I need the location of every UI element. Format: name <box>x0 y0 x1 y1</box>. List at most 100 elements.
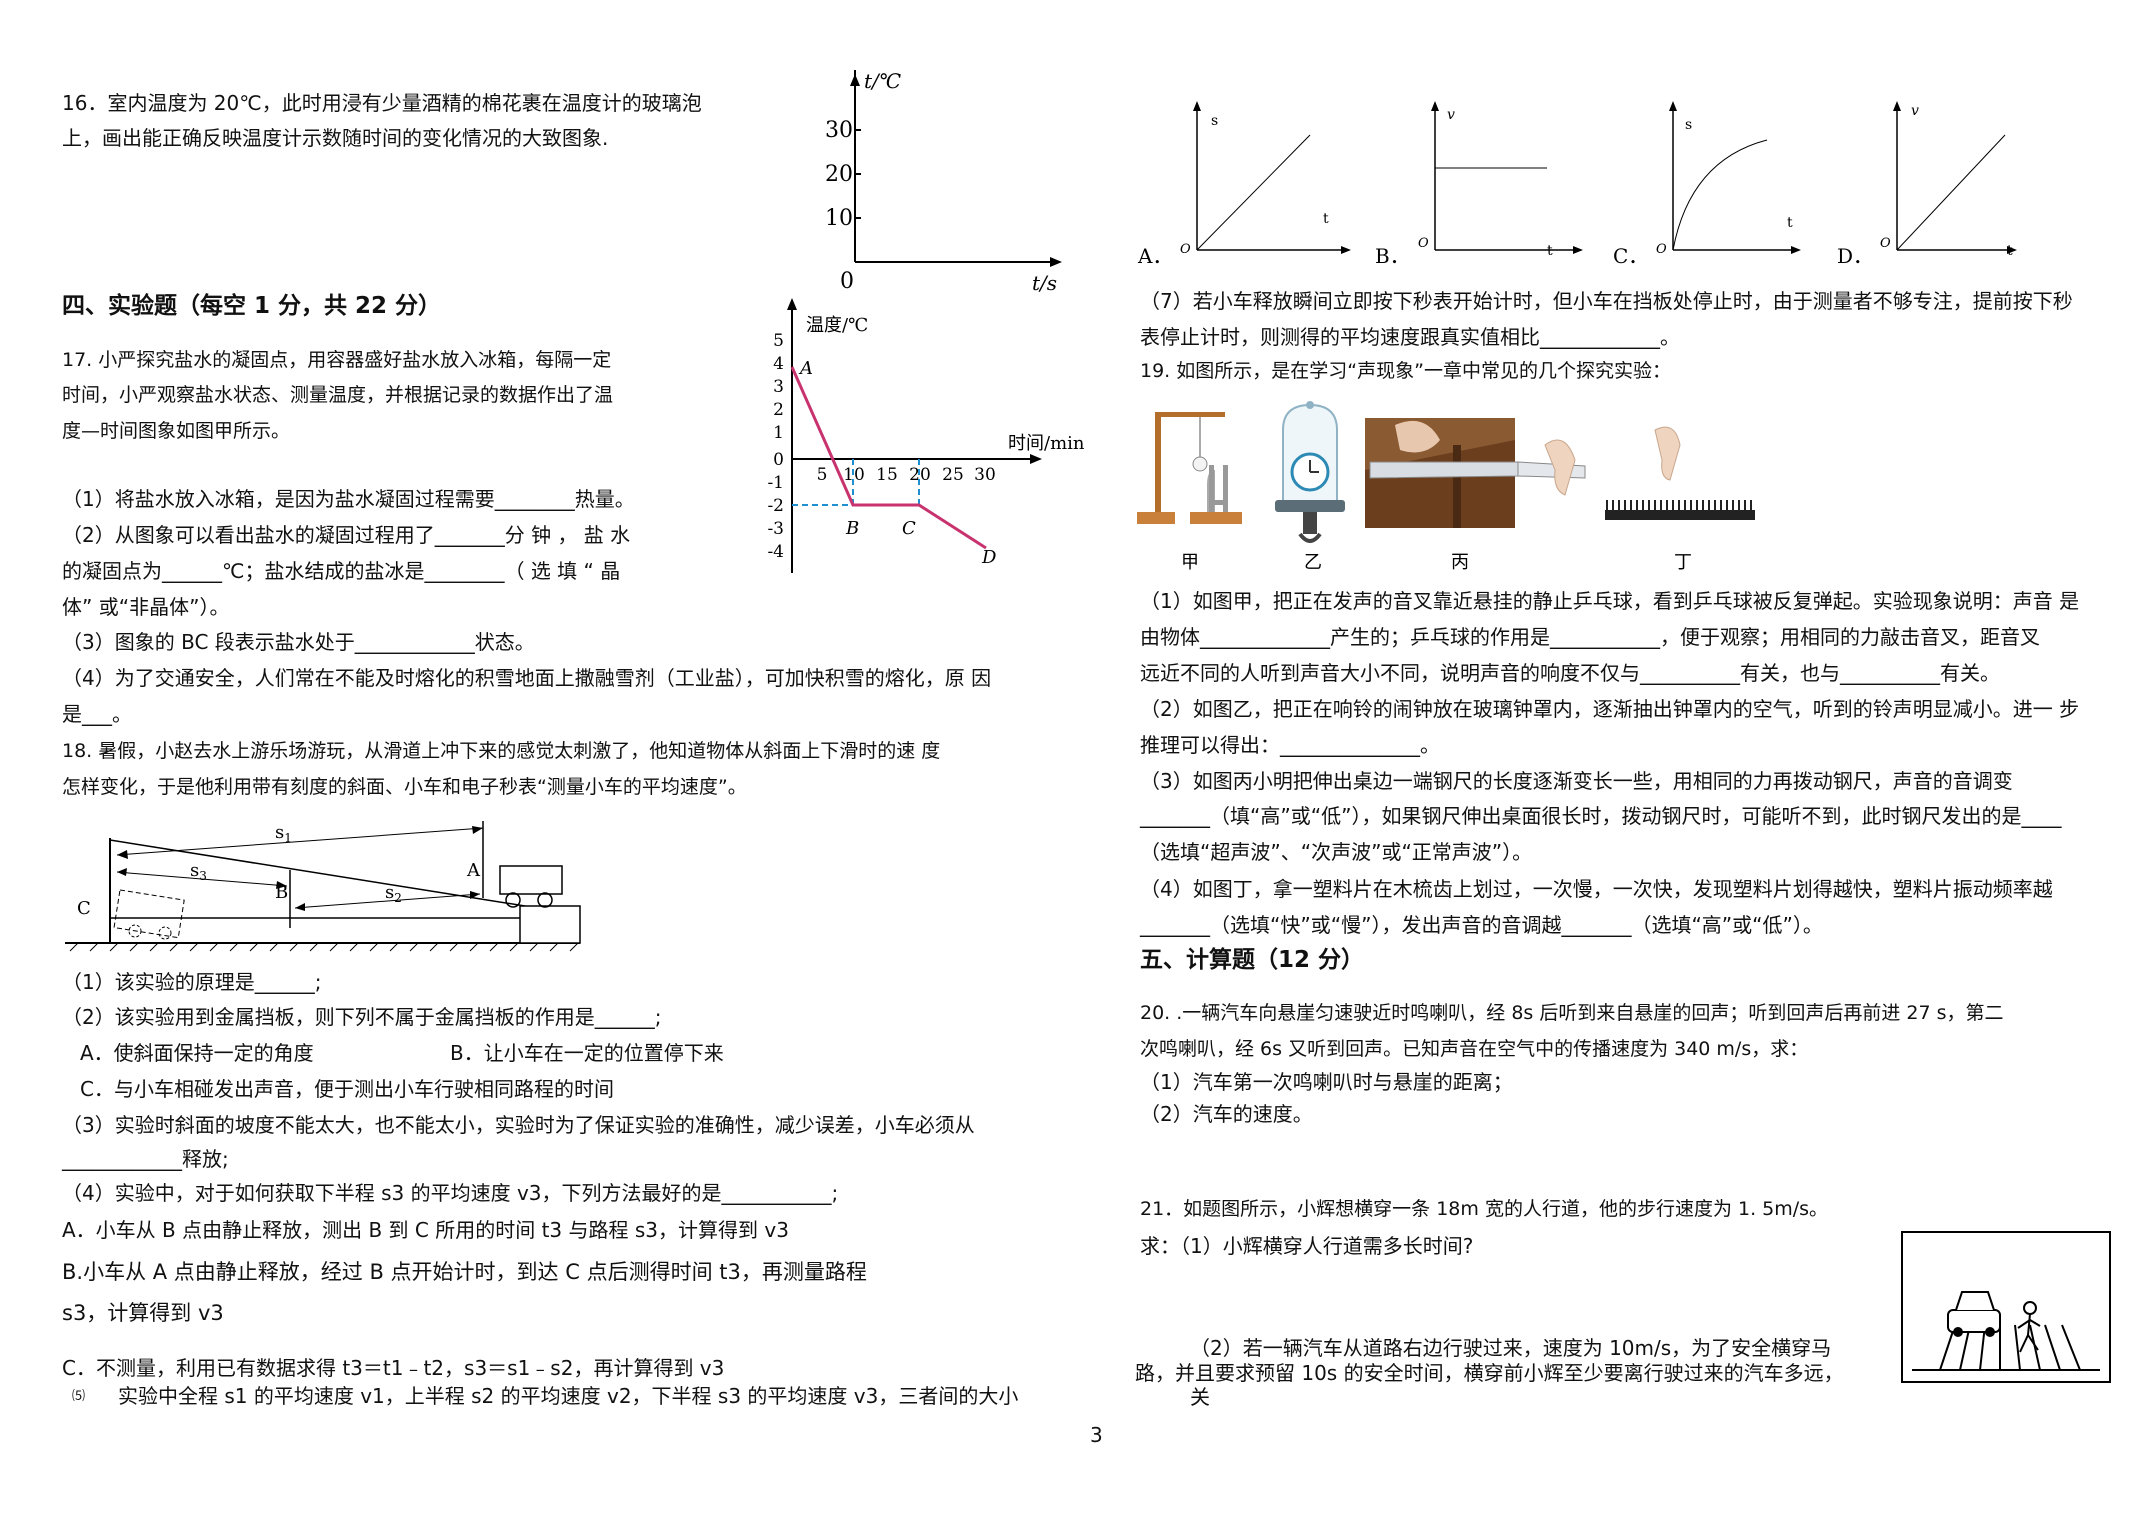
q18-method-C: C．不测量，利用已有数据求得 t3＝t1﹣t2，s3＝s1﹣s2，再计算得到 v… <box>62 1356 725 1380</box>
figure-label-yi: 乙 <box>1304 552 1322 573</box>
sound-experiments-figure: 甲 乙 丙 丁 <box>1137 401 1755 573</box>
q17-point-label: B <box>845 518 859 539</box>
incline-cart-figure: s1 s3 s2 A B C <box>65 821 581 952</box>
point-A-label: A <box>466 860 481 881</box>
q18-part3b: ____________释放; <box>62 1147 229 1171</box>
q18-part5-number: ⑸ <box>72 1389 86 1404</box>
graph-option-letter: C． <box>1613 244 1648 268</box>
q19-line1: 19. 如图所示，是在学习“声现象”一章中常见的几个探究实验： <box>1140 360 1671 382</box>
q19-part1c: 远近不同的人听到声音大小不同，说明声音的响度不仅与__________有关，也与… <box>1140 661 2000 685</box>
q17-line2: 时间，小严观察盐水状态、测量温度，并根据记录的数据作出了温 <box>62 384 614 406</box>
q17-ytick: -4 <box>767 542 784 562</box>
q16-origin: 0 <box>840 269 854 294</box>
ruler-table-image <box>1365 418 1586 528</box>
figure-label-ding: 丁 <box>1674 552 1692 573</box>
q18-line1: 18. 暑假，小赵去水上游乐场游玩，从滑道上冲下来的感觉太刺激了，他知道物体从斜… <box>62 740 941 762</box>
point-B-label: B <box>275 882 288 903</box>
q19-part2a: （2）如图乙，把正在响铃的闹钟放在玻璃钟罩内，逐渐抽出钟罩内的空气，听到的铃声明… <box>1140 697 2080 721</box>
q18-part5: 实验中全程 s1 的平均速度 v1，上半程 s2 的平均速度 v2，下半程 s3… <box>118 1384 1019 1408</box>
q16-ytick: 30 <box>825 118 853 143</box>
q17-temperature-graph: 温度/℃ 时间/min 5 4 3 2 1 0 -1 -2 -3 -4 5 10… <box>767 298 1085 573</box>
q16-blank-graph: t/℃ 30 20 10 0 t/s <box>825 70 1062 295</box>
q17-ytick: 3 <box>773 377 784 397</box>
svg-text:s3: s3 <box>190 860 207 883</box>
graph-axis-x: t <box>1547 243 1553 259</box>
q17-ytick: 4 <box>773 354 784 374</box>
q19-part1a: （1）如图甲，把正在发声的音叉靠近悬挂的静止乒乓球，看到乒乓球被反复弹起。实验现… <box>1140 589 2080 613</box>
crosswalk-car-image <box>1901 1231 2111 1383</box>
q19-part1b: 由物体_____________产生的；乒乓球的作用是___________，便… <box>1140 625 2040 649</box>
figure-label-jia: 甲 <box>1181 552 1199 573</box>
graph-option-C: C． s t O <box>1613 101 1801 268</box>
graph-option-letter: A． <box>1137 244 1172 268</box>
graph-axis-y: v <box>1447 107 1455 123</box>
q17-point-label: D <box>981 547 997 568</box>
graph-origin: O <box>1880 236 1891 251</box>
q17-part4b: 是___。 <box>62 702 132 726</box>
q17-point-label: A <box>798 358 813 379</box>
q17-ytick: -3 <box>767 519 784 539</box>
q17-ytick: 1 <box>773 423 784 443</box>
q17-xtick: 25 <box>942 465 964 485</box>
q17-part2c: 体” 或“非晶体”）。 <box>62 595 230 619</box>
q21-line5: 关 <box>1190 1385 1210 1409</box>
q17-ytick: -1 <box>767 473 784 493</box>
q17-ylabel: 温度/℃ <box>806 315 868 336</box>
q19-part3c: （选填“超声波”、“次声波”或“正常声波”）。 <box>1140 840 1533 864</box>
graph-axis-y: s <box>1685 117 1692 133</box>
point-C-label: C <box>77 898 91 919</box>
q17-part2b: 的凝固点为______℃；盐水结成的盐冰是________（ 选 填 “ 晶 <box>62 559 621 583</box>
s3-label: s <box>190 860 199 881</box>
graph-option-letter: D． <box>1837 244 1873 268</box>
s1-label: s <box>275 822 284 843</box>
graph-option-A: A． s t O <box>1137 101 1351 268</box>
graph-axis-x: t <box>1323 211 1329 227</box>
graph-option-letter: B． <box>1375 244 1410 268</box>
q17-part1: （1）将盐水放入冰箱，是因为盐水凝固过程需要________热量。 <box>62 487 635 511</box>
motion-graph-options: A． s t O B． v t O C． <box>1137 101 2017 268</box>
q19-part2b: 推理可以得出：______________。 <box>1140 733 1440 757</box>
svg-text:s1: s1 <box>275 822 292 845</box>
q17-line1: 17. 小严探究盐水的凝固点，用容器盛好盐水放入冰箱，每隔一定 <box>62 349 612 371</box>
q16-xlabel: t/s <box>1032 271 1057 295</box>
graph-option-D: D． v t O <box>1837 101 2017 268</box>
graph-origin: O <box>1418 236 1429 251</box>
q18-part1: （1）该实验的原理是______; <box>62 970 322 994</box>
q21-line4: 路，并且要求预留 10s 的安全时间，横穿前小辉至少要离行驶过来的汽车多远， <box>1135 1361 1844 1385</box>
q19-part4a: （4）如图丁，拿一塑料片在木梳齿上划过，一次慢，一次快，发现塑料片划得越快，塑料… <box>1140 877 2053 901</box>
q17-point-label: C <box>902 518 916 539</box>
q17-ytick: -2 <box>767 496 784 516</box>
q17-xlabel: 时间/min <box>1008 433 1085 454</box>
q19-part3a: （3）如图丙小明把伸出桌边一端钢尺的长度逐渐变长一些，用相同的力再拨动钢尺，声音… <box>1140 769 2013 793</box>
page-number: 3 <box>1090 1423 1103 1447</box>
graph-origin: O <box>1180 242 1191 257</box>
figure-label-bing: 丙 <box>1451 552 1469 573</box>
q18-line2: 怎样变化，于是他利用带有刻度的斜面、小车和电子秒表“测量小车的平均速度”。 <box>62 776 747 798</box>
comb-plastic-image <box>1605 426 1755 520</box>
q18-method-B-line2: s3，计算得到 v3 <box>62 1301 224 1325</box>
q17-ytick: 5 <box>773 331 784 351</box>
q16-ytick: 20 <box>825 162 853 187</box>
bell-jar-alarm-clock-image <box>1275 401 1345 543</box>
q20-line1: 20. .一辆汽车向悬崖匀速驶近时鸣喇叭，经 8s 后听到来自悬崖的回声；听到回… <box>1140 1002 2004 1024</box>
s2-subscript: 2 <box>394 891 402 905</box>
q17-part4a: （4）为了交通安全，人们常在不能及时熔化的积雪地面上撒融雪剂（工业盐），可加快积… <box>62 666 992 690</box>
graph-option-B: B． v t O <box>1375 101 1583 268</box>
s1-subscript: 1 <box>284 831 292 845</box>
q18-part7a: （7）若小车释放瞬间立即按下秒表开始计时，但小车在挡板处停止时，由于测量者不够专… <box>1140 289 2073 313</box>
s3-subscript: 3 <box>199 869 207 883</box>
q18-option-B: B．让小车在一定的位置停下来 <box>450 1041 724 1065</box>
q21-line3: （2）若一辆汽车从道路右边行驶过来，速度为 10m/s，为了安全横穿马 <box>1190 1336 1832 1360</box>
q17-part3: （3）图象的 BC 段表示盐水处于____________状态。 <box>62 630 535 654</box>
q21-line2: 求：（1）小辉横穿人行道需多长时间? <box>1140 1234 1474 1258</box>
q18-part4: （4）实验中，对于如何获取下半程 s3 的平均速度 v3，下列方法最好的是___… <box>62 1181 839 1205</box>
q18-part7b: 表停止计时，则测得的平均速度跟真实值相比____________。 <box>1140 325 1680 349</box>
svg-text:s2: s2 <box>385 882 402 905</box>
graph-axis-x: t <box>1787 215 1793 231</box>
q17-part2a: （2）从图象可以看出盐水的凝固过程用了_______分 钟 ， 盐 水 <box>62 523 631 547</box>
q19-part3b: _______（填“高”或“低”），如果钢尺伸出桌面很长时，拨动钢尺时，可能听不… <box>1140 804 2062 828</box>
q18-option-A: A．使斜面保持一定的角度 <box>80 1041 314 1065</box>
q20-part2: （2）汽车的速度。 <box>1140 1102 1313 1126</box>
q18-part2: （2）该实验用到金属挡板，则下列不属于金属挡板的作用是______; <box>62 1005 662 1029</box>
q16-line1: 16．室内温度为 20℃，此时用浸有少量酒精的棉花裹在温度计的玻璃泡 <box>62 91 702 115</box>
